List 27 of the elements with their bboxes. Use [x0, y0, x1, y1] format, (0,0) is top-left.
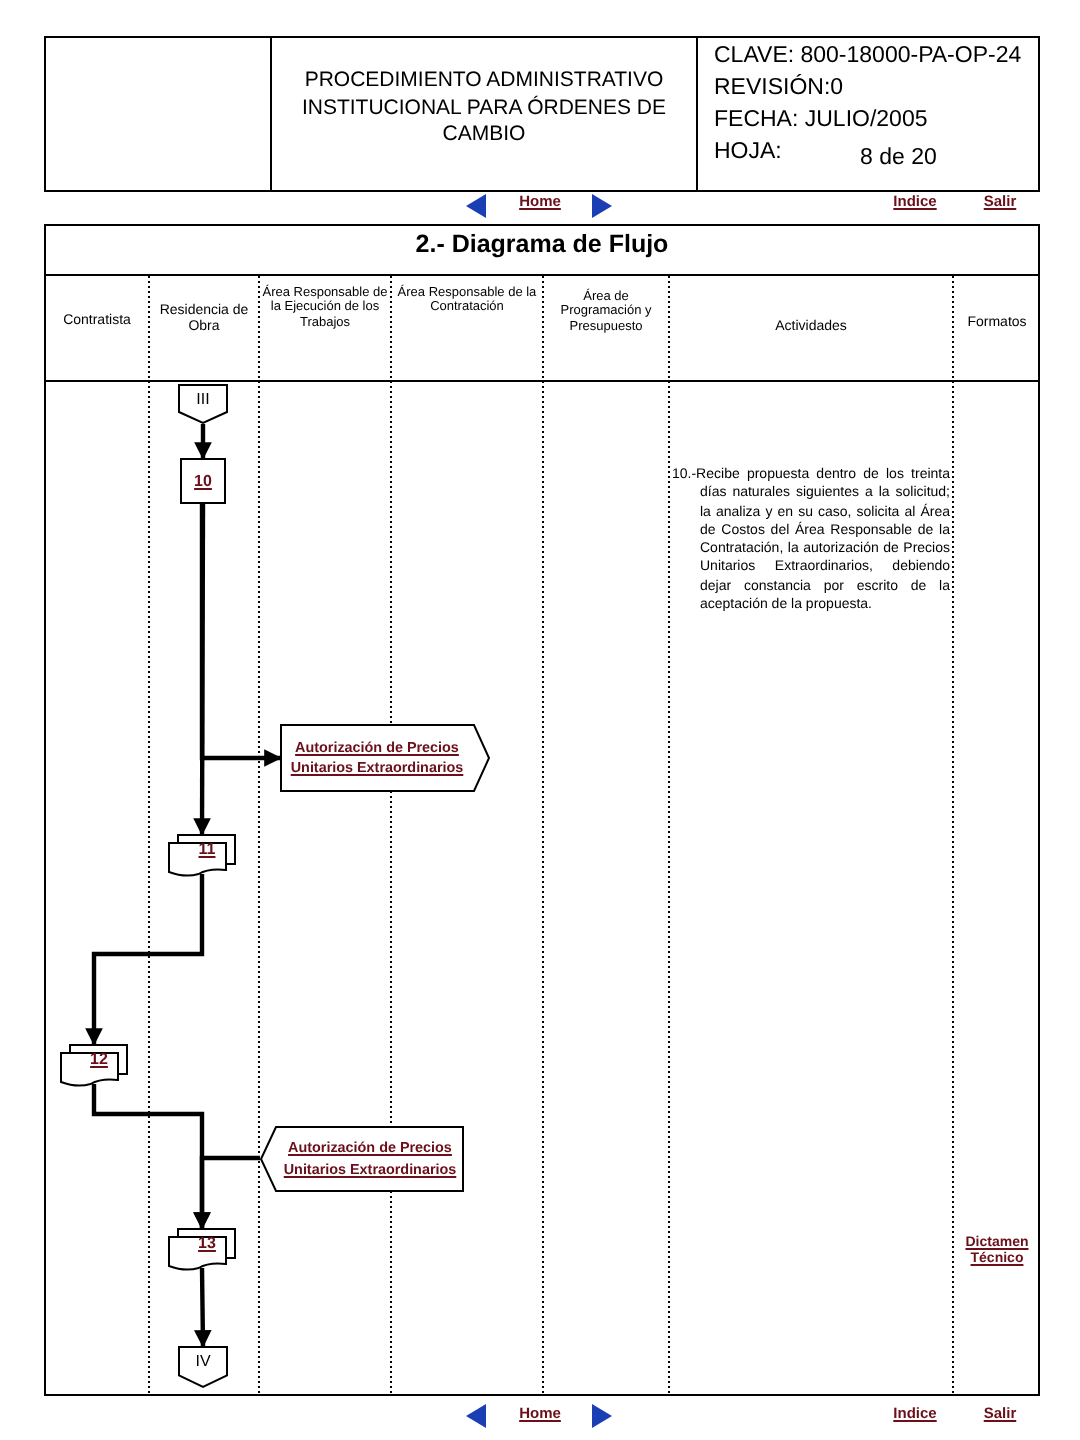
section-heading: 2.- Diagrama de Flujo: [413, 230, 671, 259]
document-shape: [280, 724, 490, 792]
connector-label: III: [194, 387, 212, 412]
flow-arrow: [199, 504, 282, 767]
flow-arrow: [193, 504, 211, 836]
step-number: 12: [88, 1047, 110, 1072]
date-text: FECHA: JULIO/2005: [714, 108, 930, 135]
step-number: 10: [192, 469, 214, 494]
document-shape: [260, 1126, 464, 1192]
step-number: 11: [196, 837, 218, 862]
sheet-number: 8 de 20: [860, 146, 939, 173]
multi-document-shape: [168, 834, 236, 874]
off-page-connector: [178, 384, 228, 424]
flow-arrow: [194, 1267, 212, 1348]
flow-arrow: [91, 1084, 211, 1230]
process-box: [180, 458, 226, 504]
document-title: PROCEDIMIENTO ADMINISTRATIVO INSTITUCIONAL PARA ÓRDENES DE CAMBIO: [299, 68, 669, 150]
multi-document-shape: [168, 1228, 236, 1268]
multi-document-shape: [60, 1044, 128, 1084]
step-number: 13: [196, 1231, 218, 1256]
connector-label: IV: [193, 1350, 213, 1375]
sheet-label: HOJA:: [714, 140, 784, 167]
flow-arrow: [85, 874, 205, 1046]
document-code: CLAVE: 800-18000-PA-OP-24: [714, 44, 1024, 71]
off-page-connector: [178, 1346, 228, 1388]
flow-arrow: [194, 424, 212, 460]
revision-text: REVISIÓN:0: [714, 76, 846, 103]
